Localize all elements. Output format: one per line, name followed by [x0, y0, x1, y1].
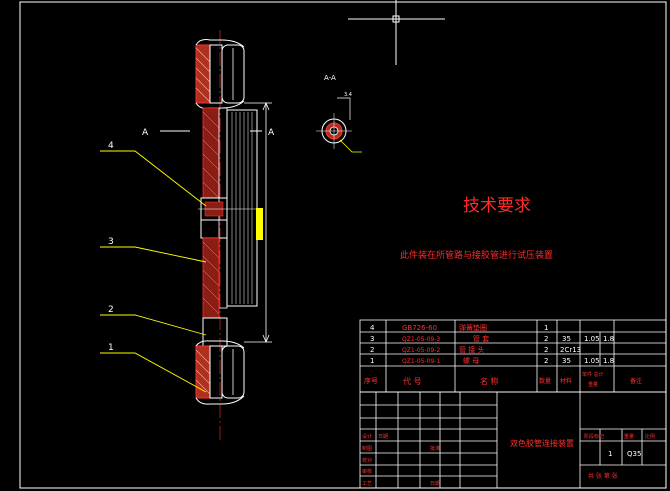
part-callouts [100, 150, 207, 393]
svg-text:备注: 备注 [630, 377, 642, 385]
svg-text:制图: 制图 [362, 445, 372, 452]
svg-text:QZ1-05-09-1: QZ1-05-09-1 [402, 358, 440, 365]
svg-text:代 号: 代 号 [403, 376, 422, 386]
svg-text:GB726-60: GB726-60 [402, 324, 437, 332]
svg-text:工艺: 工艺 [362, 481, 372, 487]
section-cut-line: A A [142, 128, 275, 138]
bom-row: 1 QZ1-05-09-1 螺 母 2 35 1.05 1.8 [370, 356, 614, 365]
svg-text:日期: 日期 [378, 434, 388, 440]
callout-label: 2 [108, 305, 114, 315]
svg-text:设计: 设计 [362, 433, 372, 440]
svg-text:阶段标记: 阶段标记 [584, 433, 604, 440]
svg-text:1: 1 [370, 357, 374, 365]
svg-text:日期: 日期 [430, 481, 440, 487]
svg-text:材料: 材料 [560, 377, 572, 385]
svg-text:QZ1-05-09-2: QZ1-05-09-2 [402, 347, 440, 354]
svg-text:QZ1-05-09-3: QZ1-05-09-3 [402, 336, 440, 343]
svg-text:35: 35 [562, 335, 571, 343]
crosshair-cursor-icon [348, 0, 445, 65]
section-view-label: A-A [324, 74, 336, 82]
svg-text:2: 2 [370, 346, 374, 354]
material-value: Q35 [627, 450, 641, 458]
svg-text:2: 2 [544, 346, 548, 354]
title-block [359, 391, 667, 489]
svg-text:管 接 头: 管 接 头 [459, 345, 484, 354]
dimension-text-highlight [256, 208, 263, 240]
svg-text:2: 2 [544, 357, 548, 365]
svg-text:单件 总计: 单件 总计 [582, 371, 604, 378]
bom-row: 2 QZ1-05-09-2 管 接 头 2 2Cr13 [370, 345, 581, 354]
svg-text:螺 母: 螺 母 [463, 356, 479, 365]
svg-text:2: 2 [544, 335, 548, 343]
svg-text:审核: 审核 [362, 468, 372, 475]
svg-text:数量: 数量 [539, 377, 551, 385]
svg-text:校对: 校对 [362, 457, 372, 464]
svg-text:名 称: 名 称 [480, 376, 499, 386]
middle-joint [198, 197, 262, 239]
title-block-labels: 设计 制图 校对 审核 工艺 日期 批准 日期 阶段标记 重量 比例 [362, 433, 655, 487]
svg-text:重量: 重量 [588, 381, 598, 388]
callout-label: 4 [108, 141, 114, 151]
svg-text:1.05: 1.05 [584, 357, 600, 365]
svg-text:35: 35 [562, 357, 571, 365]
sheet-info: 共 张 第 张 [588, 472, 618, 480]
svg-text:比例: 比例 [645, 433, 655, 440]
bom-header: 序号 代 号 名 称 数量 材料 单件 总计 重量 备注 [364, 371, 642, 388]
callout-label: 1 [108, 343, 114, 353]
svg-text:批准: 批准 [430, 445, 440, 452]
svg-text:序号: 序号 [364, 376, 378, 385]
overall-dimension [244, 101, 272, 344]
lower-body [202, 237, 228, 347]
bottom-nut [195, 340, 245, 405]
bom-row: 4 GB726-60 弹簧垫圈 1 [370, 323, 548, 332]
svg-text:3: 3 [370, 335, 374, 343]
section-view-aa: A-A 3.4 [316, 74, 362, 153]
svg-text:1: 1 [544, 324, 548, 332]
drawing-title: 双色胶管连接装置 [510, 438, 574, 448]
drawing-frame [19, 1, 667, 489]
svg-text:2Cr13: 2Cr13 [560, 346, 581, 354]
svg-text:弹簧垫圈: 弹簧垫圈 [459, 323, 487, 332]
tech-requirements-title: 技术要求 [463, 196, 531, 216]
top-nut [195, 39, 245, 109]
svg-text:1.8: 1.8 [603, 357, 614, 365]
section-mark-left: A [142, 128, 149, 138]
callout-label: 3 [108, 237, 114, 247]
tech-requirements-note: 此件装在所管路与接胶管进行试压装置 [400, 249, 553, 261]
svg-text:1.05: 1.05 [584, 335, 600, 343]
svg-text:管 套: 管 套 [473, 334, 489, 343]
svg-text:重量: 重量 [624, 433, 634, 440]
section-dimension: 3.4 [344, 92, 352, 98]
scale-value: 1 [608, 450, 612, 458]
svg-text:4: 4 [370, 324, 375, 332]
svg-text:1.8: 1.8 [603, 335, 614, 343]
bom-row: 3 QZ1-05-09-3 管 套 2 35 1.05 1.8 [370, 334, 614, 343]
section-mark-right: A [268, 128, 275, 138]
main-assembly-view: A A [142, 30, 275, 440]
